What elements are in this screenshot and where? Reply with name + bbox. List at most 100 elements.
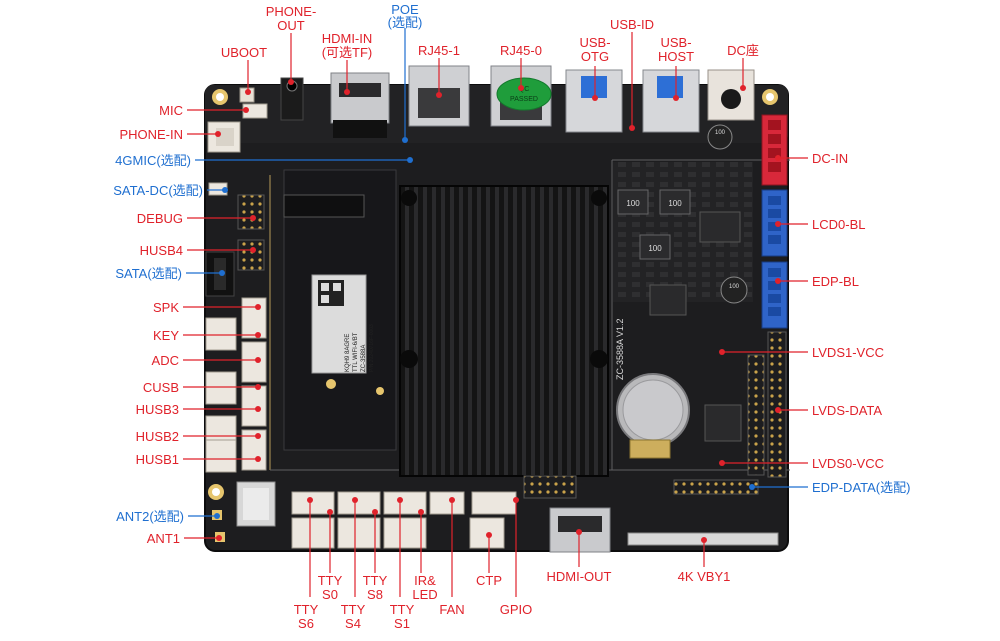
tty-s8-connector xyxy=(337,517,381,549)
label-poe-1: POE xyxy=(391,2,419,17)
qc-text-1: QC xyxy=(519,86,530,93)
board-model: ZC-3588A V1.2 xyxy=(615,318,625,380)
label-usb-host-2: HOST xyxy=(658,49,694,64)
label-husb3: HUSB3 xyxy=(136,402,179,417)
heatsink-screw xyxy=(590,350,608,368)
label-lcd0-bl: LCD0-BL xyxy=(812,217,865,232)
label-fan: FAN xyxy=(439,602,464,617)
fan-connector xyxy=(429,491,465,515)
label-usb-otg-1: USB- xyxy=(579,35,610,50)
label-lvds1-vcc: LVDS1-VCC xyxy=(812,345,884,360)
cap-text-2: 100 xyxy=(729,284,740,290)
label-gpio: GPIO xyxy=(500,602,533,617)
lvds-header-2 xyxy=(747,354,765,476)
label-tty-s6-2: S6 xyxy=(298,616,314,631)
label-phone-out-2: OUT xyxy=(277,18,305,33)
ir-led-connector xyxy=(383,517,427,549)
sticker-line-2: TTL WIFI-6/BT xyxy=(353,332,359,372)
label-cusb: CUSB xyxy=(143,380,179,395)
inductor xyxy=(639,234,671,260)
chip xyxy=(699,211,741,243)
sticker-line-3: ZC-3588A xyxy=(361,345,367,372)
husb3-connector xyxy=(205,317,237,351)
label-ant2: ANT2(选配) xyxy=(116,509,184,524)
label-tty-s0-1: TTY xyxy=(318,573,343,588)
mic-connector xyxy=(242,103,268,119)
spk-connector xyxy=(241,297,267,339)
lvds-data-header xyxy=(767,331,787,478)
label-ir-led-1: IR& xyxy=(414,573,436,588)
label-uboot: UBOOT xyxy=(221,45,267,60)
label-dc-in: DC-IN xyxy=(812,151,848,166)
label-usb-otg-2: OTG xyxy=(581,49,609,64)
label-hdmi-in-1: HDMI-IN xyxy=(322,31,373,46)
label-tty-s8-2: S8 xyxy=(367,587,383,602)
label-rj45-0: RJ45-0 xyxy=(500,43,542,58)
key-connector xyxy=(241,341,267,383)
inductor-text-2: 100 xyxy=(668,199,682,208)
inductor-text-1: 100 xyxy=(626,199,640,208)
label-husb4: HUSB4 xyxy=(140,243,183,258)
label-tty-s1-2: S1 xyxy=(394,616,410,631)
chip xyxy=(704,404,742,442)
label-husb1: HUSB1 xyxy=(136,452,179,467)
label-debug: DEBUG xyxy=(137,211,183,226)
label-tty-s1-1: TTY xyxy=(390,602,415,617)
label-hdmi-in-2: (可选TF) xyxy=(322,45,373,60)
capacitor xyxy=(707,124,733,150)
phone-out-jack xyxy=(280,77,304,121)
label-rj45-1: RJ45-1 xyxy=(418,43,460,58)
label-mic: MIC xyxy=(159,103,183,118)
label-tty-s4-2: S4 xyxy=(345,616,361,631)
tty-s1-connector xyxy=(383,491,427,515)
chip xyxy=(649,284,687,316)
cusb-connector xyxy=(241,429,267,471)
m2-socket xyxy=(283,194,365,218)
label-vby1: 4K VBY1 xyxy=(678,569,731,584)
tty-s6-connector xyxy=(291,491,335,515)
tty-s0-connector xyxy=(291,517,335,549)
label-usb-id: USB-ID xyxy=(610,17,654,32)
gpio-connector xyxy=(471,491,517,515)
hdmi-in-port xyxy=(330,72,390,124)
inductor-text-3: 100 xyxy=(648,244,662,253)
label-tty-s0-2: S0 xyxy=(322,587,338,602)
sticker-line-4: P/N:20240716F-0003 xyxy=(369,324,375,372)
inductor xyxy=(617,189,649,215)
sticker-line-1: KQH9 8AGRE xyxy=(345,334,351,372)
label-edp-bl: EDP-BL xyxy=(812,274,859,289)
label-ir-led-2: LED xyxy=(412,587,437,602)
label-dc-socket: DC座 xyxy=(727,43,759,58)
label-husb2: HUSB2 xyxy=(136,429,179,444)
label-usb-host-1: USB- xyxy=(660,35,691,50)
heatsink-screw xyxy=(401,190,417,206)
tty-s4-connector xyxy=(337,491,381,515)
husb4-header xyxy=(237,239,265,271)
qc-passed-sticker xyxy=(496,77,552,111)
label-poe-2: (选配) xyxy=(388,15,423,30)
husb2-connector xyxy=(205,371,237,405)
cap-text-1: 100 xyxy=(715,130,726,136)
label-lvds0-vcc: LVDS0-VCC xyxy=(812,456,884,471)
capacitor xyxy=(720,276,748,304)
bottom-header xyxy=(523,475,577,499)
adc-connector xyxy=(241,385,267,427)
label-tty-s8-1: TTY xyxy=(363,573,388,588)
label-key: KEY xyxy=(153,328,179,343)
heatsink-screw xyxy=(591,190,607,206)
husb-connector xyxy=(205,439,237,473)
label-adc: ADC xyxy=(152,353,179,368)
label-tty-s6-1: TTY xyxy=(294,602,319,617)
label-phone-in: PHONE-IN xyxy=(119,127,183,142)
heatsink-screw xyxy=(400,350,418,368)
label-sata: SATA(选配) xyxy=(115,266,182,281)
label-lvds-data: LVDS-DATA xyxy=(812,403,882,418)
qc-text-2: PASSED xyxy=(510,96,538,103)
label-ant1: ANT1 xyxy=(147,531,180,546)
label-hdmi-out: HDMI-OUT xyxy=(547,569,612,584)
label-tty-s4-1: TTY xyxy=(341,602,366,617)
label-edp-data: EDP-DATA(选配) xyxy=(812,480,910,495)
label-sata-dc: SATA-DC(选配) xyxy=(113,183,203,198)
label-4gmic: 4GMIC(选配) xyxy=(115,153,191,168)
